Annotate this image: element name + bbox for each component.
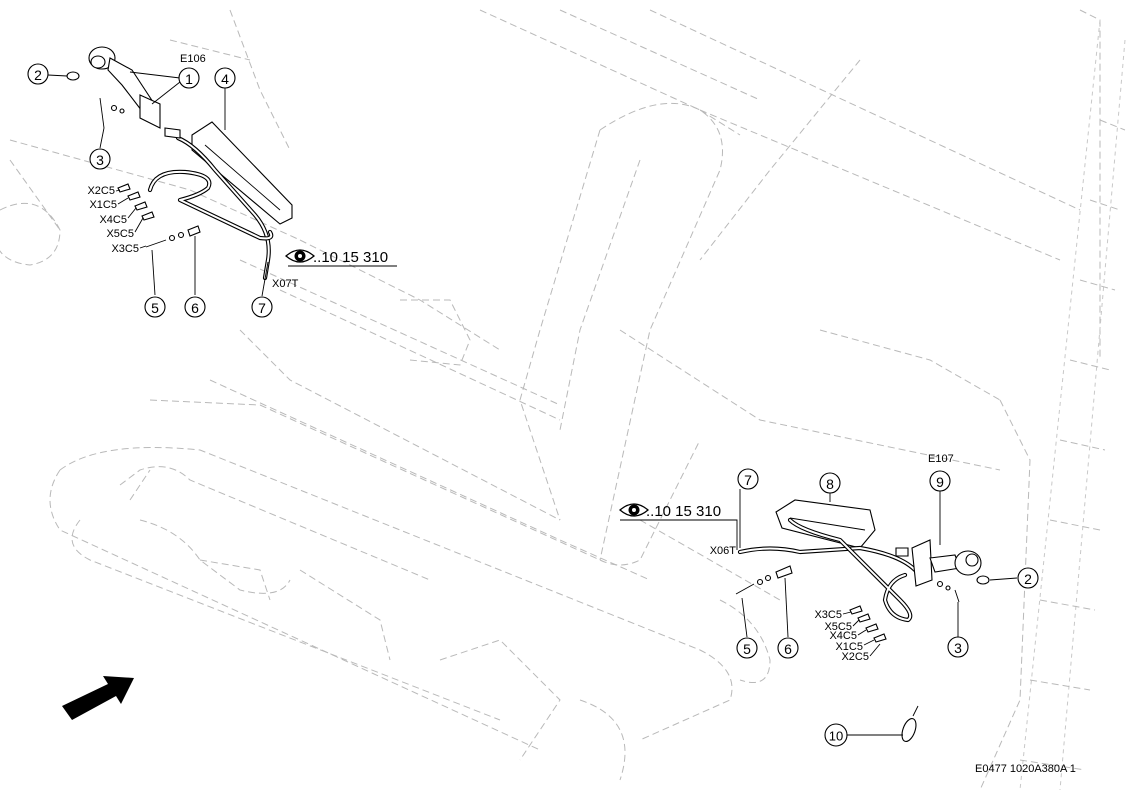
bulb-right [976, 575, 990, 585]
svg-text:2: 2 [1024, 571, 1032, 587]
forward-direction-arrow-icon [62, 676, 134, 720]
svg-text:4: 4 [221, 71, 229, 87]
wire-label: X2C5 [841, 651, 869, 663]
lamp-ref-right: E107 [928, 453, 954, 465]
svg-text:10: 10 [829, 729, 843, 744]
wire-labels-left: X2C5 X1C5 X4C5 X5C5 X3C5 [87, 185, 139, 255]
see-reference-text: ..10 15 310 [313, 249, 388, 266]
svg-text:7: 7 [258, 300, 266, 316]
svg-text:6: 6 [191, 300, 199, 316]
balloon-left-6: 6 [184, 296, 206, 318]
balloon-left-7: 7 [251, 296, 273, 318]
svg-text:7: 7 [744, 472, 752, 488]
wire-label: X1C5 [835, 641, 863, 653]
eye-icon [285, 249, 315, 263]
balloon-left-5: 5 [144, 296, 166, 318]
svg-text:5: 5 [743, 641, 751, 657]
balloon-right-2: 2 [1017, 567, 1039, 589]
balloon-right-3: 3 [947, 636, 969, 658]
drawing-code: E0477 1020A380A 1 [975, 763, 1076, 775]
bulb-left [66, 71, 80, 81]
bracket-left [191, 121, 293, 225]
cable-tie [901, 705, 919, 743]
right-lamp-assembly [735, 499, 990, 643]
balloon-left-2: 2 [27, 63, 49, 85]
wire-label: X1C5 [89, 199, 117, 211]
svg-text:1: 1 [185, 71, 193, 87]
wire-label: X2C5 [87, 185, 115, 197]
wire-label: X4C5 [99, 214, 127, 226]
eye-icon [619, 503, 649, 517]
wire-label: X3C5 [814, 609, 842, 621]
left-lamp-assembly [66, 46, 293, 281]
svg-text:6: 6 [784, 641, 792, 657]
svg-text:3: 3 [96, 152, 104, 168]
balloon-right-9: 9 [929, 470, 951, 492]
balloon-right-5: 5 [736, 637, 758, 659]
wire-labels-right: X3C5 X5C5 X4C5 X1C5 X2C5 [814, 609, 869, 663]
connector-pins-left [117, 183, 155, 221]
connector-ref-left: X07T [272, 278, 299, 290]
lamp-ref-left: E106 [180, 53, 206, 65]
connector-pins-right [849, 605, 887, 643]
svg-text:5: 5 [151, 300, 159, 316]
wire-label: X3C5 [111, 243, 139, 255]
svg-text:9: 9 [936, 474, 944, 490]
machine-outline [0, 9, 1126, 791]
leader-lines [47, 71, 1018, 736]
svg-text:2: 2 [34, 67, 42, 83]
balloon-left-1: 1 [178, 67, 200, 89]
balloon-left-3: 3 [89, 148, 111, 170]
wire-label: X5C5 [106, 228, 134, 240]
connector-ref-right: X06T [710, 545, 737, 557]
svg-text:8: 8 [826, 476, 834, 492]
harness-right [737, 545, 918, 573]
balloon-right-8: 8 [819, 472, 841, 494]
see-reference-right: ..10 15 310 [619, 503, 721, 520]
see-reference-text: ..10 15 310 [646, 503, 721, 520]
balloon-right-7: 7 [737, 468, 759, 490]
balloon-right-10: 10 [824, 723, 848, 747]
balloon-left-4: 4 [214, 67, 236, 89]
wire-label: X5C5 [824, 621, 852, 633]
see-reference-left: ..10 15 310 [285, 249, 388, 266]
wire-label: X4C5 [829, 630, 857, 642]
svg-text:3: 3 [954, 640, 962, 656]
balloon-right-6: 6 [777, 637, 799, 659]
